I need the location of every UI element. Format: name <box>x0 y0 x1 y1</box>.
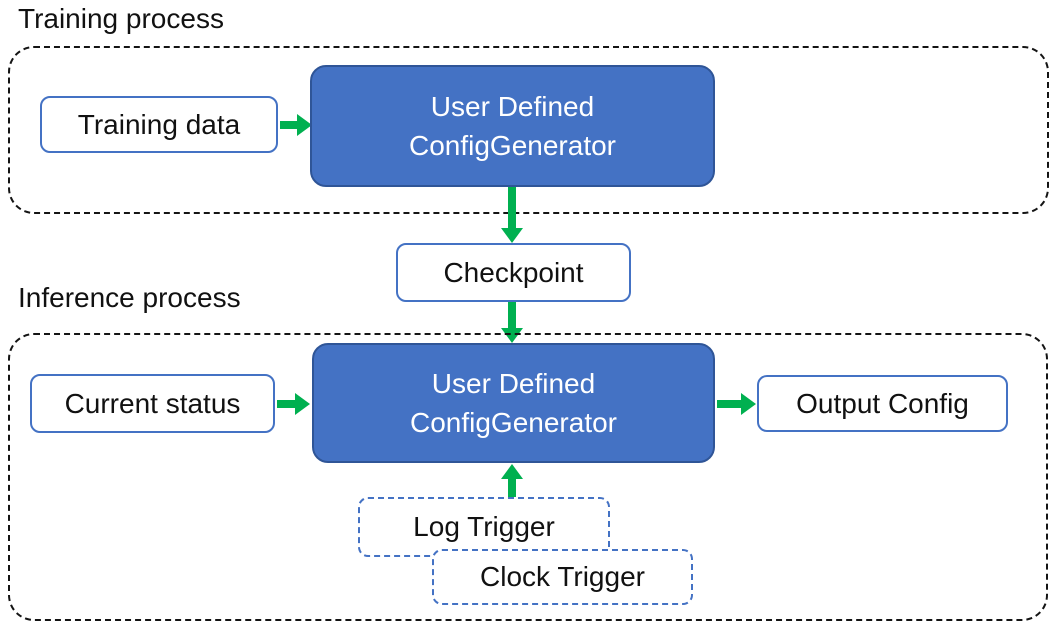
log-trigger-node: Log Trigger <box>358 497 610 557</box>
arrow-shaft <box>508 478 516 498</box>
config-generator-inference-line2: ConfigGenerator <box>409 407 617 438</box>
inference-process-container <box>8 333 1048 621</box>
clock-trigger-node: Clock Trigger <box>432 549 693 605</box>
training-process-title: Training process <box>18 3 224 34</box>
arrow-shaft <box>717 400 743 408</box>
arrow-generator-to-output-config <box>717 393 756 415</box>
current-status-node: Current status <box>30 374 275 433</box>
training-data-label: Training data <box>77 108 241 140</box>
arrow-shaft <box>277 400 297 408</box>
checkpoint-label: Checkpoint <box>443 256 584 288</box>
config-generator-training-node: User Defined ConfigGenerator <box>310 65 715 187</box>
arrow-head-icon <box>501 228 523 243</box>
arrow-head-icon <box>501 328 523 343</box>
output-config-node: Output Config <box>757 375 1008 432</box>
arrow-checkpoint-to-generator <box>501 302 523 343</box>
arrow-head-icon <box>295 393 310 415</box>
current-status-label: Current status <box>64 387 241 419</box>
config-generator-training-line1: User Defined <box>430 91 595 122</box>
config-generator-inference-line1: User Defined <box>431 368 596 399</box>
arrow-shaft <box>508 187 516 230</box>
arrow-shaft <box>280 121 299 129</box>
output-config-label: Output Config <box>796 387 969 419</box>
checkpoint-node: Checkpoint <box>396 243 631 302</box>
arrow-current-status-to-generator <box>277 393 310 415</box>
arrow-training-data-to-generator <box>280 114 312 136</box>
config-generator-inference-node: User Defined ConfigGenerator <box>312 343 715 463</box>
training-process-container <box>8 46 1049 214</box>
training-data-node: Training data <box>40 96 278 153</box>
log-trigger-label: Log Trigger <box>413 511 555 542</box>
clock-trigger-label: Clock Trigger <box>480 561 645 592</box>
arrow-head-icon <box>501 464 523 479</box>
arrow-head-icon <box>741 393 756 415</box>
arrow-head-icon <box>297 114 312 136</box>
arrow-generator-to-checkpoint <box>501 187 523 243</box>
inference-process-title: Inference process <box>18 282 241 313</box>
arrow-triggers-to-generator <box>501 464 523 498</box>
arrow-shaft <box>508 302 516 330</box>
config-generator-training-line2: ConfigGenerator <box>408 130 616 161</box>
